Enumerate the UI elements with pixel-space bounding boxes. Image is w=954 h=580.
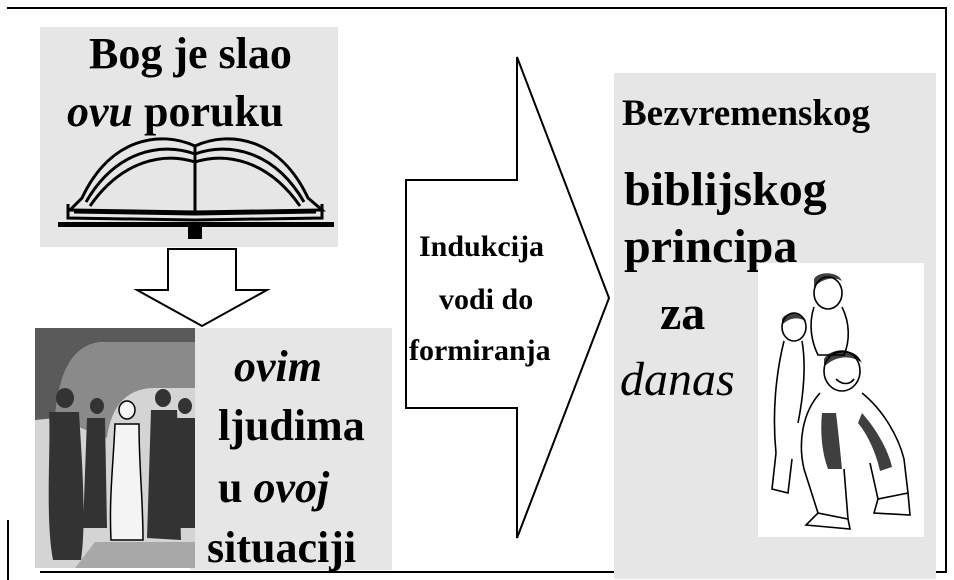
slide-frame [7, 7, 947, 573]
open-book-icon [58, 137, 334, 239]
frame-bottom-edge [40, 571, 947, 573]
audience-line-3: u ovoj [218, 466, 329, 510]
audience-panel [190, 328, 392, 570]
frame-left-edge [7, 520, 9, 580]
source-line-2: ovu poruku [67, 90, 283, 134]
family-illustration-icon [758, 263, 924, 537]
audience-line-4: situaciji [207, 523, 357, 572]
principle-line-4: za [660, 287, 706, 340]
down-arrow-icon [133, 248, 271, 328]
right-arrow-icon [405, 56, 611, 539]
principle-line-2: biblijskog [624, 163, 827, 216]
audience-emphasis: ovoj [253, 463, 330, 512]
induction-line-2: vodi do [439, 283, 534, 316]
audience-line-1: ovim [234, 342, 322, 391]
source-line-1: Bog je slao [89, 29, 292, 78]
induction-line-3: formiranja [409, 334, 551, 367]
audience-prefix: u [218, 463, 243, 512]
audience-line-2: ljudima [218, 401, 365, 450]
source-line-2-rest: poruku [144, 87, 284, 136]
principle-line-1: Bezvremenskog [622, 93, 870, 134]
induction-line-1: Indukcija [419, 230, 545, 263]
principle-line-5: danas [620, 353, 735, 406]
crowd-illustration-icon [35, 328, 195, 568]
principle-line-3: principa [624, 220, 798, 273]
source-emphasis: ovu [67, 87, 133, 136]
